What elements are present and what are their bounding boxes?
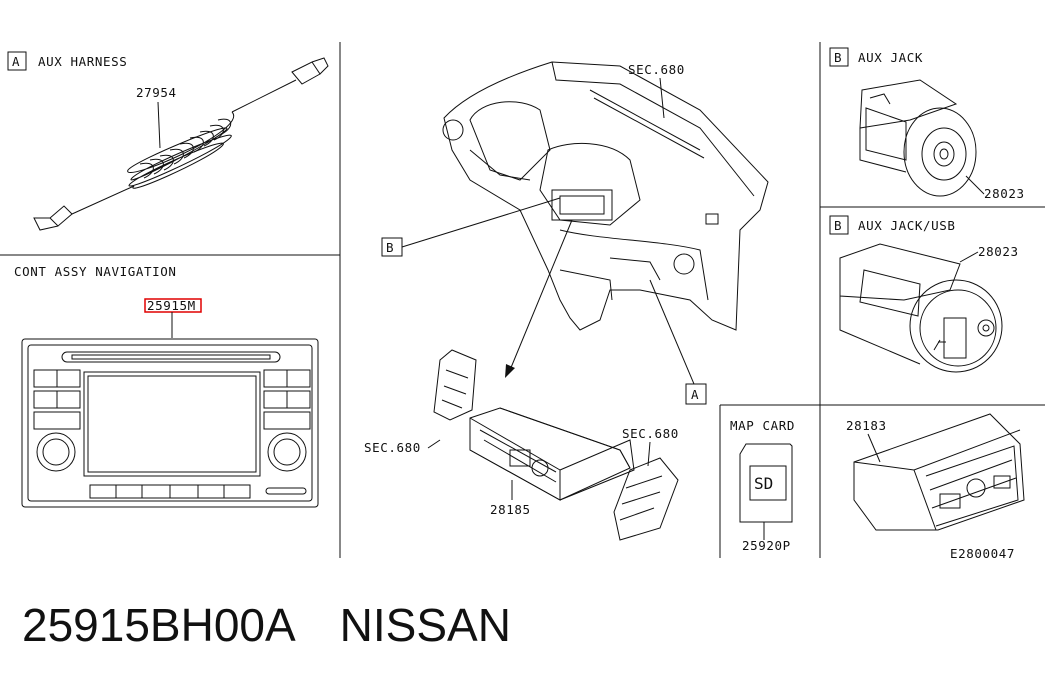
navigation-section: CONT ASSY NAVIGATION 25915M (14, 264, 319, 508)
sd-card-label: SD (754, 474, 773, 493)
cont-assy-title: CONT ASSY NAVIGATION (14, 264, 177, 279)
part-28023-jack-label: 28023 (984, 186, 1025, 201)
aux-harness-title: AUX HARNESS (38, 54, 127, 69)
part-25915m-highlight (144, 298, 202, 313)
aux-jack-usb-section: B AUX JACK/USB 28023 (829, 215, 1019, 373)
dashboard-drawing (442, 61, 769, 331)
unit-28183-drawing (853, 413, 1025, 531)
sec680-right-label: SEC.680 (622, 426, 679, 441)
sd-card-icon (739, 443, 793, 523)
caption-part-number: 25915BH00A (22, 599, 296, 651)
part-25915m-label: 25915M (147, 298, 196, 313)
aux-jack-drawing (859, 79, 977, 197)
part-28183-label: 28183 (846, 418, 887, 433)
map-card-title: MAP CARD (730, 418, 795, 433)
aux-jack-section: B AUX JACK 28023 (829, 47, 1025, 201)
aux-usb-drawing (839, 243, 1003, 373)
part-28185-label: 28185 (490, 502, 531, 517)
section-b-jack-label: B (834, 50, 842, 65)
parts-diagram: A AUX HARNESS 27954 CONT ASSY (0, 42, 1045, 561)
head-unit-drawing (433, 349, 679, 541)
figure-code: E2800047 (950, 546, 1015, 561)
navigation-unit-drawing (21, 338, 319, 508)
aux-harness-section: A AUX HARNESS 27954 (7, 51, 329, 231)
part-27954-label: 27954 (136, 85, 177, 100)
unit-28183-section: 28183 (846, 413, 1025, 531)
section-a-label: A (12, 54, 20, 69)
aux-jack-usb-title: AUX JACK/USB (858, 218, 956, 233)
callout-a-label: A (691, 387, 699, 402)
map-card-section: MAP CARD SD 25920P (730, 418, 795, 553)
caption: 25915BH00A NISSAN (22, 598, 511, 652)
sec680-top-label: SEC.680 (628, 62, 685, 77)
aux-harness-cable (33, 57, 329, 231)
part-28023-usb-label: 28023 (978, 244, 1019, 259)
sec680-left-label: SEC.680 (364, 440, 421, 455)
part-25920p-label: 25920P (742, 538, 791, 553)
dashboard-section: SEC.680 B A (364, 61, 769, 541)
caption-brand: NISSAN (339, 599, 511, 651)
section-b-usb-label: B (834, 218, 842, 233)
callout-b-label: B (386, 240, 394, 255)
aux-jack-title: AUX JACK (858, 50, 923, 65)
